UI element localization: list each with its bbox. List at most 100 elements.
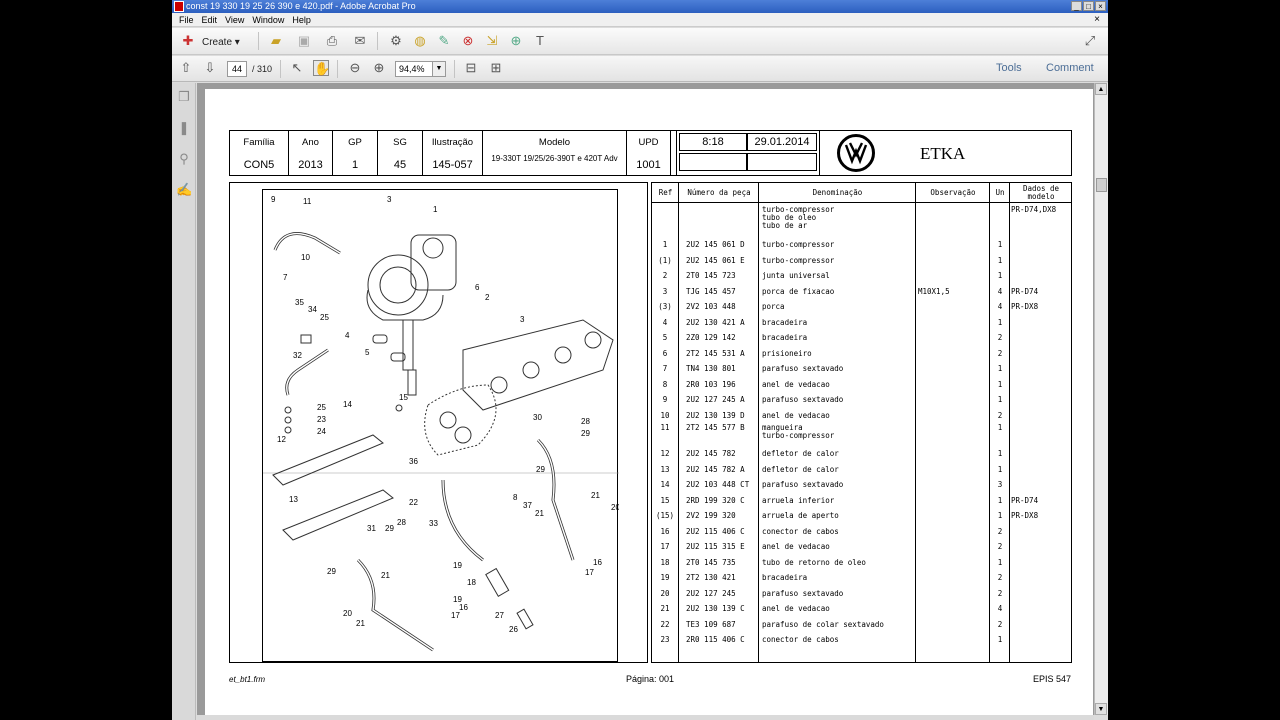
document-area[interactable]: Família CON5 Ano 2013 GP 1 SG 45 Ilustra… xyxy=(197,83,1094,715)
expand-icon[interactable]: ⤢ xyxy=(1084,33,1096,48)
callout-label: 21 xyxy=(591,491,600,500)
select-cursor-icon[interactable]: ↖ xyxy=(291,60,303,75)
zoom-out-icon[interactable]: ⊖ xyxy=(349,60,361,75)
cell-ref: 18 xyxy=(660,557,670,567)
open-folder-icon[interactable]: ▰ xyxy=(271,33,281,48)
close-document-button[interactable]: × xyxy=(1094,14,1100,25)
tools-pane-link[interactable]: Tools xyxy=(996,62,1022,74)
cell-den: arruela de aperto xyxy=(762,511,839,520)
cell-num: 2V2 103 448 xyxy=(686,302,736,311)
cell-num: TE3 109 687 xyxy=(686,619,736,629)
menu-bar: File Edit View Window Help × xyxy=(172,13,1108,27)
horizontal-scrollbar[interactable] xyxy=(197,715,1094,720)
date-block: 8:18 29.01.2014 xyxy=(676,131,820,175)
print-icon[interactable]: ⎙ xyxy=(326,33,338,48)
callout-label: 29 xyxy=(536,465,545,474)
menu-view[interactable]: View xyxy=(225,15,245,25)
scroll-up-arrow-icon[interactable]: ▲ xyxy=(1095,83,1107,95)
cell-num: 2U2 115 315 E xyxy=(686,542,745,551)
menu-edit[interactable]: Edit xyxy=(201,15,218,25)
cell-ref: (1) xyxy=(658,255,672,265)
settings-gear-icon[interactable]: ⚙ xyxy=(390,33,402,48)
next-page-icon[interactable]: ⇩ xyxy=(204,60,216,75)
cell-un: 1 xyxy=(997,495,1003,505)
cell-num: 2Z0 129 142 xyxy=(686,333,736,342)
scroll-thumb[interactable] xyxy=(1096,178,1107,192)
maximize-button[interactable]: □ xyxy=(1083,1,1094,11)
insert-page-icon[interactable]: ⊕ xyxy=(510,33,522,48)
callout-label: 16 xyxy=(593,558,602,567)
navigation-toolbar: ⇧ ⇩ 44 / 310 ↖ ✋ ⊖ ⊕ 94,4% ▼ ⊟ ⊞ Tools C… xyxy=(172,56,1108,82)
cell-un: 1 xyxy=(997,364,1003,373)
cell-den: bracadeira xyxy=(762,317,808,327)
callout-label: 27 xyxy=(495,611,504,620)
text-edit-icon[interactable]: T xyxy=(536,33,544,48)
cell-den: tubo de retorno de oleo xyxy=(762,557,866,567)
minimize-button[interactable]: _ xyxy=(1071,1,1082,11)
page-number-input[interactable]: 44 xyxy=(227,61,247,77)
cell-num: 2T2 145 577 B xyxy=(686,423,745,432)
menu-help[interactable]: Help xyxy=(292,15,311,25)
previous-page-icon[interactable]: ⇧ xyxy=(180,60,192,75)
cell-ref: 11 xyxy=(660,423,670,432)
col-header-denominacao: Denominação xyxy=(759,183,916,203)
cell-obs: M10X1,5 xyxy=(918,286,950,296)
callout-label: 10 xyxy=(301,253,310,262)
fit-page-icon[interactable]: ⊟ xyxy=(465,60,477,75)
bookmarks-icon[interactable]: ❚ xyxy=(178,120,190,135)
modelo-cell: Modelo 19-330T 19/25/26-390T e 420T Adv xyxy=(483,131,627,175)
zoom-level-input[interactable]: 94,4% xyxy=(395,61,433,77)
callout-label: 36 xyxy=(409,457,418,466)
footer-epis: EPIS 547 xyxy=(1033,674,1072,684)
menu-window[interactable]: Window xyxy=(252,15,285,25)
separator xyxy=(377,32,378,50)
create-button[interactable]: Create ▾ xyxy=(202,37,240,48)
export-icon[interactable]: ⇲ xyxy=(486,33,498,48)
callout-label: 28 xyxy=(581,417,590,426)
attachments-paperclip-icon[interactable]: ⚲ xyxy=(179,151,189,166)
cell-un: 1 xyxy=(997,449,1003,458)
menu-file[interactable]: File xyxy=(179,15,194,25)
create-icon[interactable]: ✚ xyxy=(182,33,194,48)
close-window-button[interactable]: × xyxy=(1095,1,1106,11)
comment-pane-link[interactable]: Comment xyxy=(1046,62,1094,74)
page-thumbnails-icon[interactable]: ❐ xyxy=(178,89,190,104)
comment-bubble-icon[interactable]: ◍ xyxy=(414,33,426,48)
cell-den: parafuso sextavado xyxy=(762,395,844,404)
scroll-down-arrow-icon[interactable]: ▼ xyxy=(1095,703,1107,715)
callout-label: 32 xyxy=(293,351,302,360)
callout-label: 8 xyxy=(513,493,518,502)
callout-label: 21 xyxy=(535,509,544,518)
footer-page-number: Página: 001 xyxy=(626,674,675,684)
cell-ref: 21 xyxy=(660,604,670,613)
cell-ref: 15 xyxy=(660,495,670,505)
callout-label: 24 xyxy=(317,427,326,436)
acrobat-app-icon xyxy=(174,1,184,12)
zoom-in-icon[interactable]: ⊕ xyxy=(373,60,385,75)
vertical-scrollbar[interactable]: ▲ ▼ xyxy=(1094,83,1108,715)
highlight-icon[interactable]: ✎ xyxy=(438,33,450,48)
signatures-icon[interactable]: ✍ xyxy=(176,182,193,197)
cell-num: 2U2 130 421 A xyxy=(686,317,745,327)
zoom-dropdown-chevron-icon[interactable]: ▼ xyxy=(432,61,446,77)
delete-page-icon[interactable]: ⊗ xyxy=(462,33,474,48)
hand-tool-icon[interactable]: ✋ xyxy=(313,60,331,76)
cell-ref: 10 xyxy=(660,410,670,420)
sg-cell: SG 45 xyxy=(378,131,423,175)
fit-width-icon[interactable]: ⊞ xyxy=(490,60,502,75)
cell-num: 2U2 127 245 A xyxy=(686,395,745,404)
separator xyxy=(258,32,259,50)
cell-un: 1 xyxy=(997,240,1003,249)
email-icon[interactable]: ✉ xyxy=(354,33,366,48)
callout-label: 28 xyxy=(397,518,406,527)
save-icon[interactable]: ▣ xyxy=(297,33,311,48)
cell-ref: 19 xyxy=(660,573,670,582)
cell-den: parafuso de colar sextavado xyxy=(762,619,884,629)
cell-dad: PR-DX8 xyxy=(1011,302,1039,311)
